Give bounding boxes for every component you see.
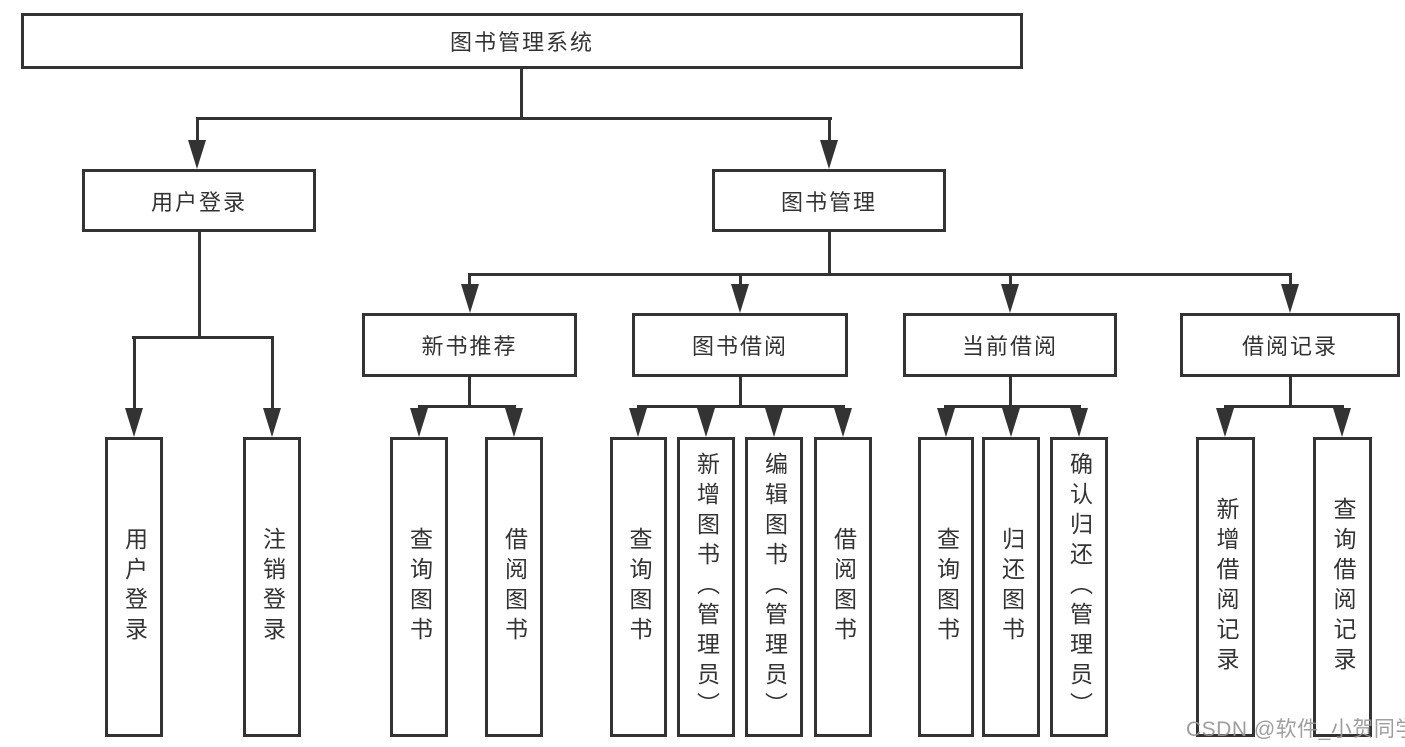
node-label: 查询图书 [406, 527, 433, 647]
node-book-management: 图书管理 [712, 169, 946, 232]
node-label: 编辑图书（管理员） [761, 452, 788, 722]
node-current-borrowing: 当前借阅 [903, 313, 1117, 377]
arrow-down-icon [1333, 408, 1351, 437]
node-label: 借阅图书 [501, 527, 528, 647]
leaf-borrow-books: 借阅图书 [485, 437, 543, 737]
node-label: 查询借阅记录 [1330, 497, 1356, 677]
connector-line [196, 120, 199, 142]
connector-line [133, 339, 136, 409]
connector-line [468, 276, 471, 286]
leaf-edit-books-admin: 编辑图书（管理员） [745, 437, 803, 737]
node-borrowing-records: 借阅记录 [1180, 313, 1400, 377]
arrow-down-icon [505, 408, 523, 437]
leaf-user-login: 用户登录 [105, 437, 163, 737]
connector-line [196, 117, 832, 120]
node-label: 新增图书（管理员） [693, 452, 720, 722]
connector-line [739, 276, 742, 286]
node-label: 查询图书 [626, 527, 652, 647]
node-label: 用户登录 [121, 527, 148, 647]
leaf-borrow-books-2: 借阅图书 [814, 437, 872, 737]
arrow-down-icon [410, 408, 428, 437]
connector-line [520, 69, 523, 117]
arrow-down-icon [937, 408, 955, 437]
connector-line [1009, 276, 1012, 286]
arrow-down-icon [629, 408, 647, 437]
connector-line [828, 120, 831, 142]
watermark: CSDN @软件_小贺同学 [1186, 718, 1405, 741]
connector-line [1224, 405, 1344, 408]
node-library-management-system: 图书管理系统 [21, 13, 1023, 69]
arrow-down-icon [188, 140, 206, 169]
connector-line [271, 339, 274, 409]
arrow-down-icon [697, 408, 715, 437]
arrow-down-icon [1281, 284, 1299, 313]
leaf-query-borrow-record: 查询借阅记录 [1313, 437, 1372, 737]
node-label: 注销登录 [259, 527, 286, 647]
arrow-down-icon [765, 408, 783, 437]
node-label: 图书借阅 [691, 334, 788, 359]
arrow-down-icon [1070, 408, 1088, 437]
node-label: 图书管理系统 [449, 30, 594, 55]
leaf-add-books-admin: 新增图书（管理员） [677, 437, 735, 737]
arrow-down-icon [1001, 284, 1019, 313]
arrow-down-icon [1216, 408, 1234, 437]
connector-line [198, 232, 201, 336]
connector-line [1009, 377, 1012, 405]
connector-line [739, 377, 742, 405]
leaf-query-books: 查询图书 [390, 437, 448, 737]
node-label: 图书管理 [780, 189, 877, 215]
arrow-down-icon [263, 408, 281, 437]
connector-line [637, 405, 845, 408]
arrow-down-icon [834, 408, 852, 437]
leaf-query-books-2: 查询图书 [610, 437, 667, 737]
node-book-borrowing: 图书借阅 [632, 313, 848, 377]
node-label: 当前借阅 [961, 334, 1058, 359]
node-label: 新书推荐 [421, 334, 518, 359]
node-label: 查询图书 [933, 527, 960, 647]
leaf-add-borrow-record: 新增借阅记录 [1196, 437, 1255, 737]
connector-line [944, 405, 1081, 408]
node-user-login: 用户登录 [82, 169, 316, 232]
connector-line [468, 273, 1292, 276]
leaf-confirm-return-admin: 确认归还（管理员） [1050, 437, 1108, 737]
connector-line [1289, 377, 1292, 405]
connector-line [418, 405, 516, 408]
node-new-book-recommendation: 新书推荐 [362, 313, 577, 377]
arrow-down-icon [731, 284, 749, 313]
connector-line [468, 377, 471, 405]
node-label: 借阅记录 [1241, 334, 1338, 359]
node-label: 归还图书 [998, 527, 1025, 647]
node-label: 用户登录 [150, 189, 247, 215]
connector-line [828, 232, 831, 274]
arrow-down-icon [125, 408, 143, 437]
node-label: 新增借阅记录 [1213, 497, 1239, 677]
connector-line [132, 336, 274, 339]
leaf-return-books: 归还图书 [982, 437, 1040, 737]
arrow-down-icon [461, 284, 479, 313]
arrow-down-icon [820, 140, 838, 169]
node-label: 借阅图书 [830, 527, 857, 647]
leaf-logout: 注销登录 [243, 437, 301, 737]
leaf-query-books-3: 查询图书 [918, 437, 974, 737]
connector-line [1289, 276, 1292, 286]
node-label: 确认归还（管理员） [1066, 452, 1093, 722]
arrow-down-icon [1002, 408, 1020, 437]
